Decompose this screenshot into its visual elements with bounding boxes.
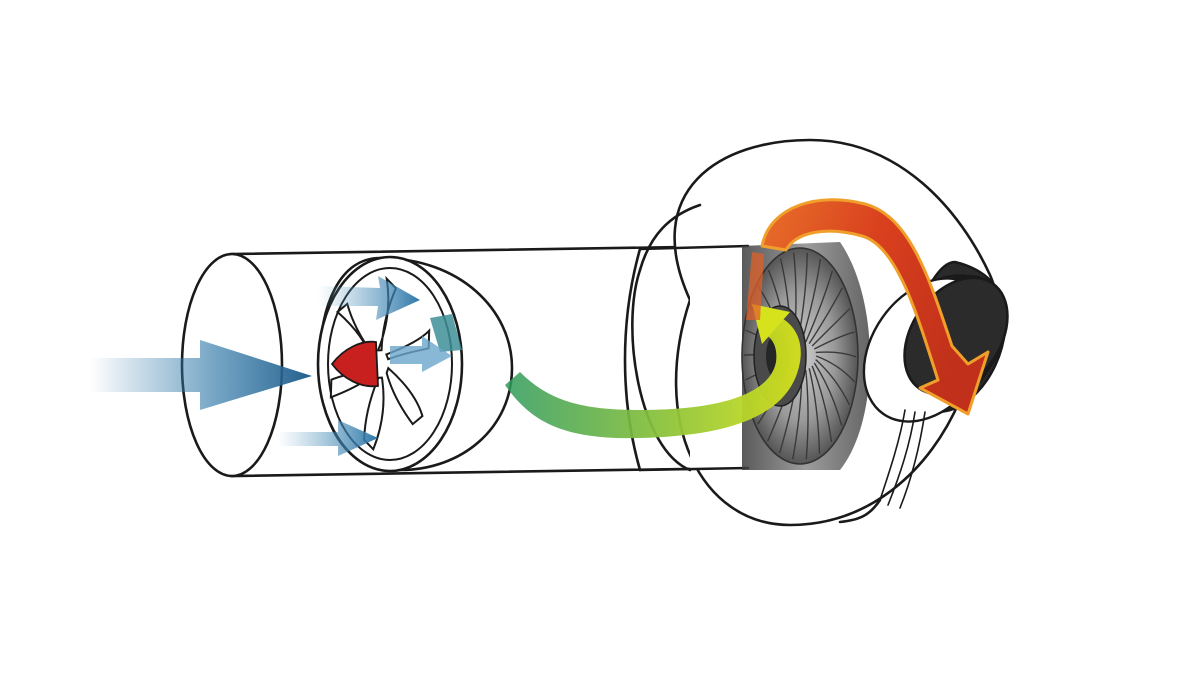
turbine-blade — [811, 365, 833, 443]
compressor-fan-icon — [316, 255, 514, 473]
turbine-blade — [805, 369, 809, 460]
turbine-blade — [815, 355, 855, 383]
turbine-blade — [801, 258, 822, 342]
turbine-blade — [805, 270, 833, 343]
turbine-blade — [808, 287, 843, 345]
inlet-air-arrow — [90, 276, 452, 456]
spinner-cone — [330, 340, 379, 388]
compressed-air-arrow — [505, 304, 801, 439]
turbine-blade — [813, 362, 843, 426]
turbine-blade — [815, 351, 857, 358]
turbine-blade — [815, 359, 851, 406]
exhaust-arrow — [746, 198, 990, 416]
fan-blade — [385, 366, 424, 426]
turbine-blade — [808, 368, 821, 454]
turbine-blade — [811, 307, 851, 347]
turbine-blade — [814, 331, 855, 350]
